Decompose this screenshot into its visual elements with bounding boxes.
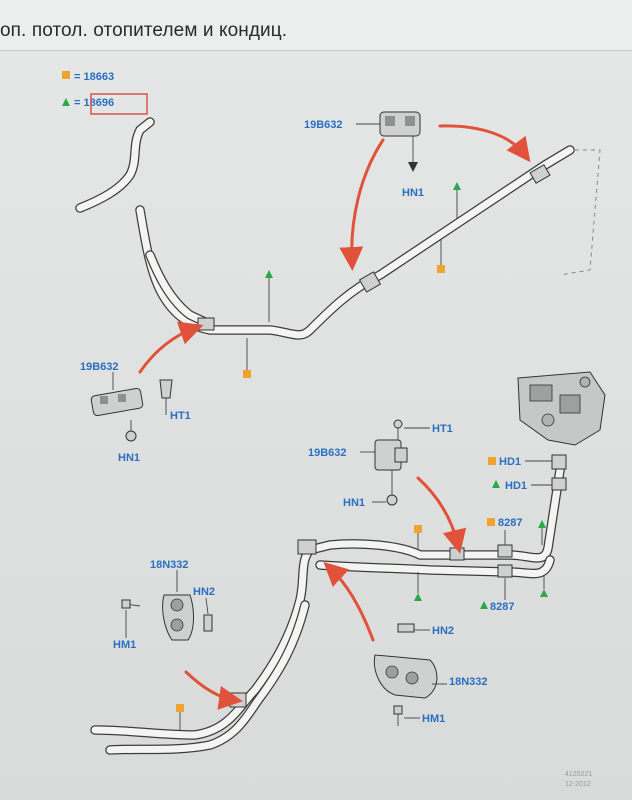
marker-square-hd1	[488, 457, 496, 465]
legend-triangle-icon	[62, 98, 70, 106]
marker-triangle-lower-right-bottom	[540, 589, 548, 597]
marker-triangle-lower-mid	[414, 593, 422, 601]
marker-triangle-upper-right	[453, 182, 461, 190]
arrow-left-to-hose	[138, 321, 204, 374]
footer-date: 12-2012	[565, 781, 591, 788]
footer-code: 4120221	[565, 771, 592, 778]
marker-triangle-hd1	[492, 480, 500, 488]
legend-square-value: = 18663	[74, 71, 114, 83]
legend-square-icon	[62, 71, 70, 79]
left-clamp-part	[121, 594, 213, 641]
marker-triangle-lower-right-top	[538, 520, 546, 528]
arrow-top-to-hose	[339, 138, 385, 271]
left-bracket-part	[90, 379, 173, 442]
label-clamp-right: 18N332	[449, 676, 488, 688]
label-mid-ht: HT1	[432, 423, 453, 435]
header-bar: оп. потол. отопителем и кондиц.	[0, 0, 632, 51]
legend-highlight-box	[90, 93, 148, 115]
marker-square-upper-left	[243, 370, 251, 378]
mid-bracket-part	[374, 419, 408, 506]
marker-square-upper-right	[437, 265, 445, 273]
label-left-bracket: 19B632	[80, 361, 119, 373]
label-top-bracket: 19B632	[304, 119, 343, 131]
legend-triangle-value: = 18696	[74, 97, 114, 109]
marker-square-lower-left	[176, 704, 184, 712]
label-clip-square: 8287	[498, 517, 522, 529]
page-title: оп. потол. отопителем и кондиц.	[0, 20, 288, 41]
label-mid-hn: HN1	[343, 497, 365, 509]
arrow-top-to-end	[438, 124, 531, 163]
marker-square-8287	[487, 518, 495, 526]
arrow-left-clamp-to-hose	[184, 670, 243, 710]
marker-triangle-upper-left	[265, 270, 273, 278]
label-clip-triangle: 8287	[490, 601, 514, 613]
label-hm1-left: HM1	[113, 639, 136, 651]
legend: = 18663 = 18696	[62, 71, 148, 115]
marker-square-lower-mid	[414, 525, 422, 533]
engine-block-part	[517, 371, 606, 446]
lower-hose-assembly	[90, 454, 567, 755]
label-hd1-square: HD1	[499, 456, 521, 468]
label-hn2-right: HN2	[432, 625, 454, 637]
label-hm1-right: HM1	[422, 713, 445, 725]
arrow-right-clamp-to-hose	[323, 561, 375, 642]
label-hn2-left: HN2	[193, 586, 215, 598]
label-left-hn: HN1	[118, 452, 140, 464]
label-left-ht: HT1	[170, 410, 191, 422]
label-mid-bracket: 19B632	[308, 447, 347, 459]
top-bracket-part	[379, 111, 421, 172]
label-clamp-left: 18N332	[150, 559, 189, 571]
upper-hose-assembly	[75, 117, 601, 340]
arrow-mid-to-hose	[416, 476, 467, 554]
marker-triangle-8287	[480, 601, 488, 609]
label-hd1-triangle: HD1	[505, 480, 527, 492]
label-top-hn: HN1	[402, 187, 424, 199]
right-clamp-part	[373, 623, 438, 726]
